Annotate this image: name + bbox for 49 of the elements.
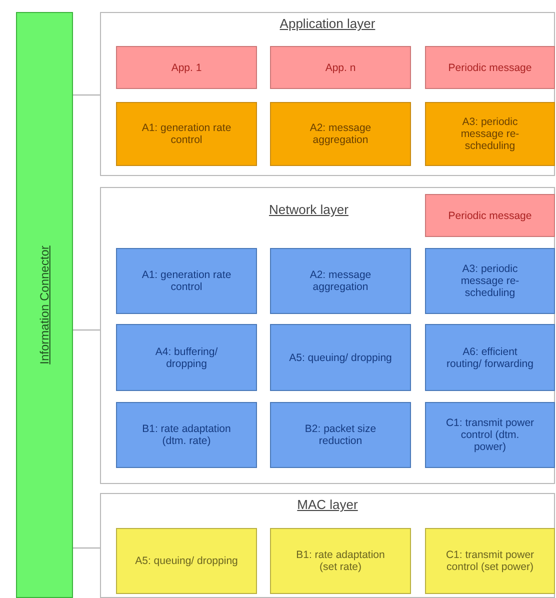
function-box [425, 248, 555, 314]
box-label: A4: buffering/ dropping [154, 346, 219, 370]
box-label: A2: message aggregation [308, 269, 372, 293]
connector-line [73, 94, 100, 96]
box-label: A6: efficient routing/ forwarding [446, 346, 534, 370]
layer-title: Application layer [280, 18, 376, 30]
app-box [270, 46, 411, 89]
function-box [425, 324, 555, 391]
function-box [425, 402, 555, 468]
box-label: A5: queuing/ dropping [289, 352, 392, 364]
connector-line [73, 329, 100, 331]
box-label: A3: periodic message re-scheduling [460, 116, 520, 152]
box-label: C1: transmit power control (set power) [444, 549, 536, 573]
function-box [116, 248, 257, 314]
connector-bar [16, 12, 73, 598]
layer-panel [100, 12, 555, 176]
app-box [425, 46, 555, 89]
function-box [116, 324, 257, 391]
box-label: A1: generation rate control [140, 269, 232, 293]
box-label: Periodic message [448, 210, 532, 222]
box-label: App. 1 [171, 62, 202, 74]
function-box [270, 528, 411, 594]
function-box [270, 402, 411, 468]
layer-panel [100, 493, 555, 598]
box-label: A3: periodic message re-scheduling [460, 263, 520, 299]
app-box [116, 46, 257, 89]
layer-panel [100, 187, 555, 484]
app-box [425, 194, 555, 237]
connector-line [73, 547, 100, 549]
function-box [425, 528, 555, 594]
box-label: C1: transmit power control (dtm. power) [444, 417, 536, 453]
function-box [116, 402, 257, 468]
box-label: B1: rate adaptation (dtm. rate) [141, 423, 232, 447]
layer-title: MAC layer [297, 499, 358, 511]
box-label: A2: message aggregation [308, 122, 372, 146]
layer-title: Network layer [269, 204, 348, 216]
box-label: B2: packet size reduction [304, 423, 378, 447]
function-box [425, 102, 555, 166]
box-label: B1: rate adaptation (set rate) [295, 549, 386, 573]
connector-label: Information Connector [38, 246, 50, 364]
function-box [270, 102, 411, 166]
box-label: App. n [325, 62, 356, 74]
function-box [270, 248, 411, 314]
function-box [116, 528, 257, 594]
function-box [116, 102, 257, 166]
box-label: A5: queuing/ dropping [135, 555, 238, 567]
box-label: Periodic message [448, 62, 532, 74]
box-label: A1: generation rate control [140, 122, 232, 146]
function-box [270, 324, 411, 391]
